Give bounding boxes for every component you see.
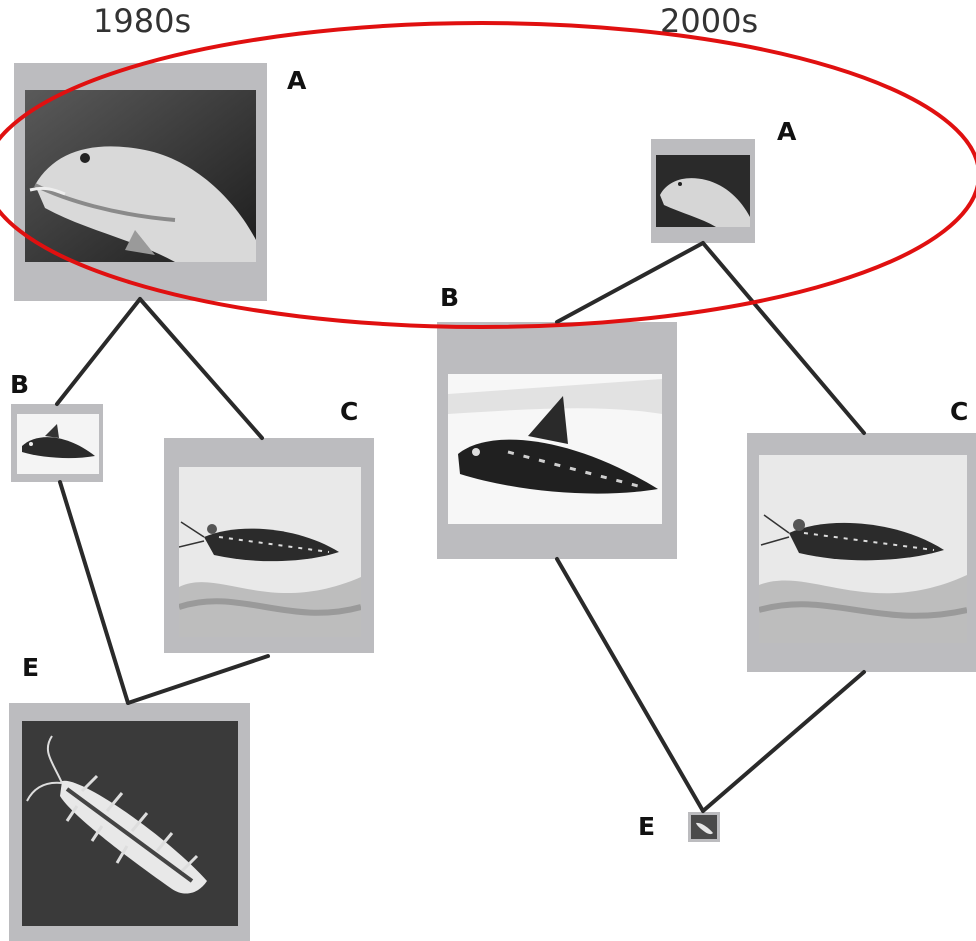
highlight-ellipse [0, 23, 976, 327]
link-1980s-c-e [128, 656, 268, 703]
link-2000s-b-e [557, 559, 703, 811]
link-1980s-a-c [140, 299, 262, 438]
link-1980s-b-e [60, 482, 128, 703]
link-2000s-c-e [703, 672, 864, 811]
link-2000s-a-c [703, 243, 864, 433]
link-1980s-a-b [57, 299, 140, 404]
link-2000s-a-b [557, 243, 703, 322]
